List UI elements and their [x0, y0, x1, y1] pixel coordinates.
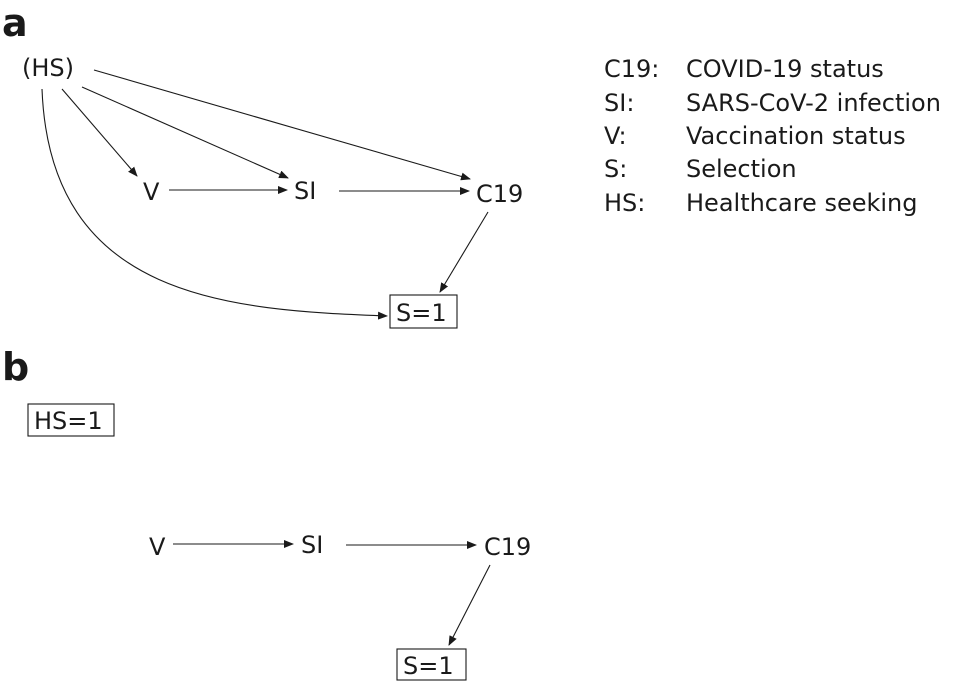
- legend-desc-s: Selection: [686, 155, 797, 183]
- panel-b-node-s: S=1: [403, 652, 454, 680]
- panel-a-node-c19: C19: [476, 180, 523, 208]
- legend-abbr-c19: C19:: [604, 55, 659, 83]
- panel-a-edge-hs-v: [61, 88, 138, 177]
- panel-a-node-s-box: [389, 294, 458, 329]
- panel-b-node-si: SI: [301, 531, 323, 559]
- panel-b-edge-c19-s: [448, 564, 491, 646]
- panel-a-edge-hs-s: [41, 88, 388, 320]
- panel-a-node-si: SI: [294, 177, 316, 205]
- panel-b-node-v: V: [149, 533, 166, 561]
- legend-abbr-s: S:: [604, 155, 627, 183]
- legend-abbr-hs: HS:: [604, 189, 645, 217]
- panel-a-edge-c19-s: [439, 211, 489, 293]
- panel-b-node-c19: C19: [484, 533, 531, 561]
- panel-a-label: a: [2, 1, 28, 45]
- legend: C19: COVID-19 status SI: SARS-CoV-2 infe…: [604, 55, 941, 217]
- panel-b: b HS=1 V SI C19 S=1: [2, 345, 531, 681]
- panel-b-node-hs-box: [27, 403, 115, 437]
- legend-desc-si: SARS-CoV-2 infection: [686, 89, 941, 117]
- panel-a: a (HS) V SI C19 S=1: [2, 1, 523, 329]
- legend-desc-c19: COVID-19 status: [686, 55, 884, 83]
- panel-a-edge-hs-si: [81, 86, 289, 179]
- legend-abbr-v: V:: [604, 122, 627, 150]
- panel-b-label: b: [2, 345, 29, 389]
- panel-b-node-hs: HS=1: [34, 407, 103, 435]
- panel-b-node-s-box: [396, 648, 467, 681]
- legend-desc-v: Vaccination status: [686, 122, 906, 150]
- legend-abbr-si: SI:: [604, 89, 634, 117]
- panel-a-node-s: S=1: [396, 299, 447, 327]
- panel-a-node-hs: (HS): [22, 54, 74, 82]
- legend-desc-hs: Healthcare seeking: [686, 189, 918, 217]
- panel-a-node-v: V: [143, 178, 160, 206]
- panel-a-edge-hs-c19: [93, 69, 471, 181]
